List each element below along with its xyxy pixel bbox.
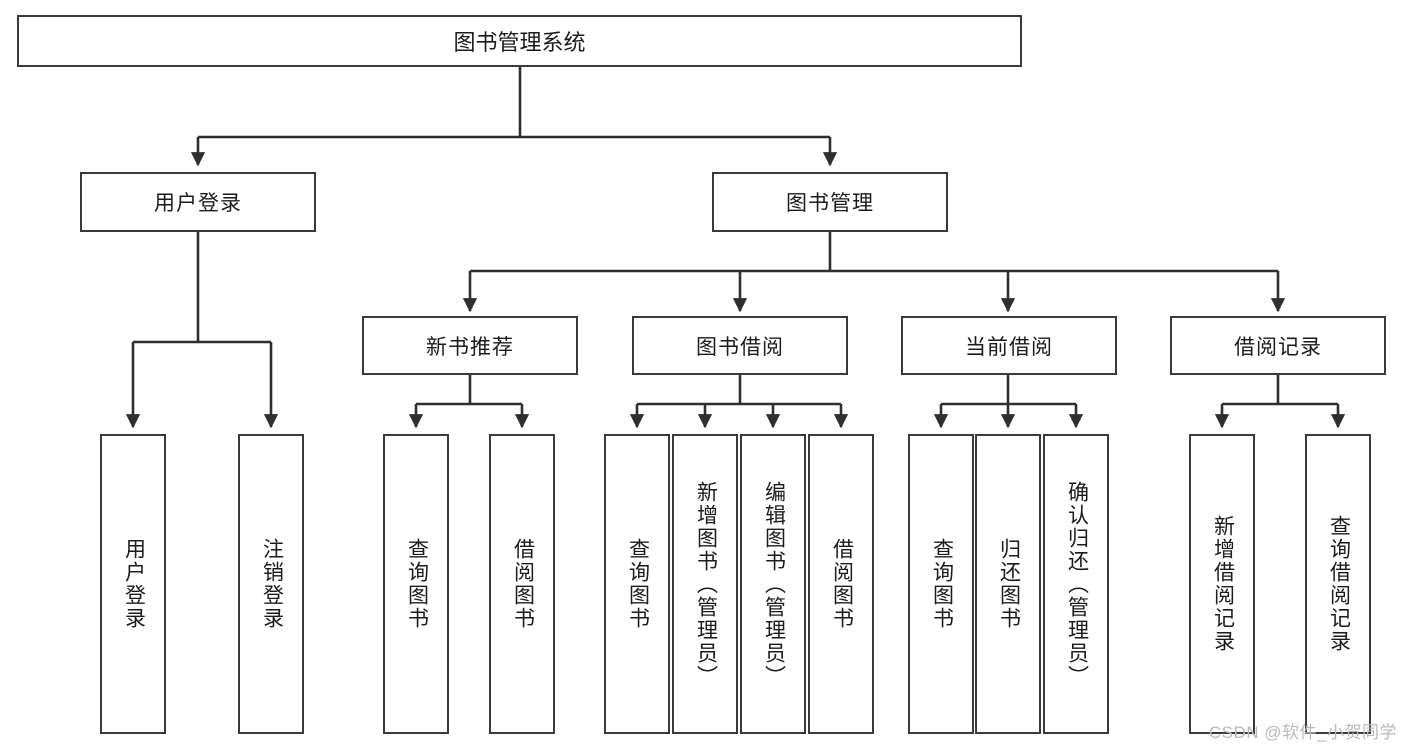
node-label: 新增借阅记录	[1211, 515, 1235, 653]
leaf-confirm-return-admin[interactable]: 确认归还（管理员）	[1043, 434, 1109, 734]
node-label: 借阅图书	[511, 538, 535, 630]
leaf-edit-book-admin[interactable]: 编辑图书（管理员）	[740, 434, 806, 734]
node-label: 图书借阅	[696, 335, 784, 359]
node-label: 归还图书	[997, 538, 1021, 630]
leaf-add-book-admin[interactable]: 新增图书（管理员）	[672, 434, 738, 734]
node-user-login[interactable]: 用户登录	[80, 172, 316, 232]
node-label: 用户登录	[154, 192, 242, 215]
node-label: 借阅图书	[830, 538, 854, 630]
node-label: 新增图书（管理员）	[694, 480, 718, 688]
leaf-user-login[interactable]: 用户登录	[100, 434, 166, 734]
node-label: 查询图书	[626, 538, 650, 630]
node-label: 图书管理	[786, 192, 874, 215]
node-label: 借阅记录	[1234, 335, 1322, 359]
node-label: 查询图书	[405, 538, 429, 630]
node-book-borrow[interactable]: 图书借阅	[632, 316, 848, 375]
leaf-borrow-book-recommend[interactable]: 借阅图书	[489, 434, 555, 734]
leaf-query-book-borrow[interactable]: 查询图书	[604, 434, 670, 734]
node-label: 查询借阅记录	[1327, 515, 1351, 653]
node-root-system[interactable]: 图书管理系统	[17, 15, 1022, 67]
node-current-borrow[interactable]: 当前借阅	[901, 316, 1117, 375]
node-label: 查询图书	[930, 538, 954, 630]
watermark: CSDN @软件_小贺同学	[1208, 723, 1397, 742]
leaf-borrow-book[interactable]: 借阅图书	[808, 434, 874, 734]
node-label: 当前借阅	[965, 335, 1053, 359]
node-borrow-record[interactable]: 借阅记录	[1170, 316, 1386, 375]
leaf-query-borrow-record[interactable]: 查询借阅记录	[1305, 434, 1371, 734]
leaf-logout[interactable]: 注销登录	[238, 434, 304, 734]
leaf-query-book-recommend[interactable]: 查询图书	[383, 434, 449, 734]
leaf-query-book-current[interactable]: 查询图书	[908, 434, 974, 734]
node-label: 注销登录	[260, 538, 284, 630]
node-book-management[interactable]: 图书管理	[712, 172, 948, 232]
leaf-add-borrow-record[interactable]: 新增借阅记录	[1189, 434, 1255, 734]
node-label: 用户登录	[122, 538, 146, 630]
node-new-book-recommend[interactable]: 新书推荐	[362, 316, 578, 375]
node-label: 编辑图书（管理员）	[762, 480, 786, 688]
node-label: 确认归还（管理员）	[1065, 480, 1089, 688]
node-label: 新书推荐	[426, 335, 514, 359]
leaf-return-book[interactable]: 归还图书	[975, 434, 1041, 734]
node-label: 图书管理系统	[453, 30, 586, 55]
